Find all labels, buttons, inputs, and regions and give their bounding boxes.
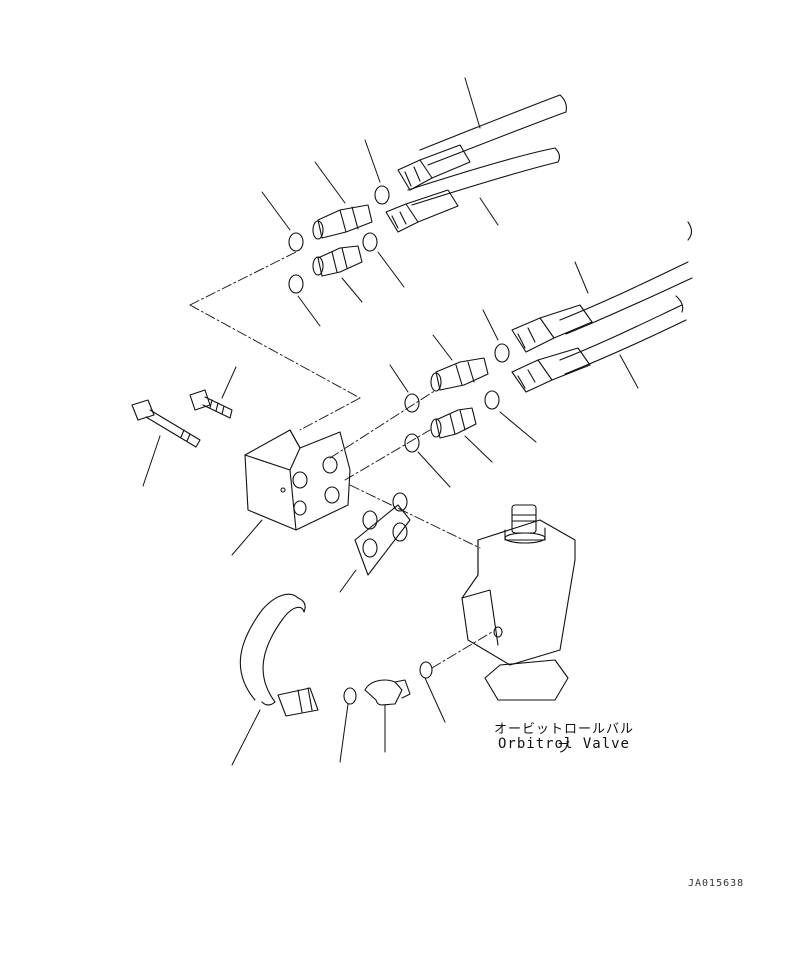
assembly-guide-lines bbox=[190, 252, 492, 668]
o-ring-8 bbox=[485, 391, 499, 409]
o-ring-4 bbox=[363, 233, 377, 251]
leader-lines bbox=[143, 78, 638, 765]
upper-adapter-2 bbox=[313, 246, 362, 276]
upper-adapter-1 bbox=[313, 205, 372, 239]
elbow-fitting bbox=[365, 680, 410, 705]
o-ring-2 bbox=[289, 275, 303, 293]
lower-hose-fitting-a bbox=[512, 305, 592, 352]
orbitrol-valve bbox=[462, 505, 575, 700]
drawing-id: JA015638 bbox=[688, 878, 745, 889]
lower-hose-pair-2 bbox=[560, 222, 692, 374]
bolt-short bbox=[190, 390, 232, 418]
o-ring-3 bbox=[375, 186, 389, 204]
lower-adapter-1 bbox=[431, 358, 488, 391]
upper-hose-fitting-a bbox=[398, 145, 470, 190]
valve-label-japanese: オービットロールバルブ bbox=[493, 722, 634, 756]
o-ring-6 bbox=[405, 434, 419, 452]
lower-adapter-2 bbox=[431, 408, 476, 438]
o-ring-5 bbox=[405, 394, 419, 412]
o-ring-10 bbox=[420, 662, 432, 678]
return-hose bbox=[240, 594, 318, 716]
bolt-long bbox=[132, 400, 200, 447]
upper-hose-fitting-b bbox=[386, 190, 458, 232]
lower-hose-fitting-b bbox=[512, 348, 590, 392]
o-ring-1 bbox=[289, 233, 303, 251]
upper-hose-pair-1 bbox=[408, 95, 566, 205]
o-ring-9 bbox=[344, 688, 356, 704]
valve-label-english: Orbitrol Valve bbox=[497, 736, 630, 752]
o-ring-7 bbox=[495, 344, 509, 362]
manifold-o-ring-set bbox=[355, 493, 410, 575]
manifold-block bbox=[245, 430, 350, 530]
